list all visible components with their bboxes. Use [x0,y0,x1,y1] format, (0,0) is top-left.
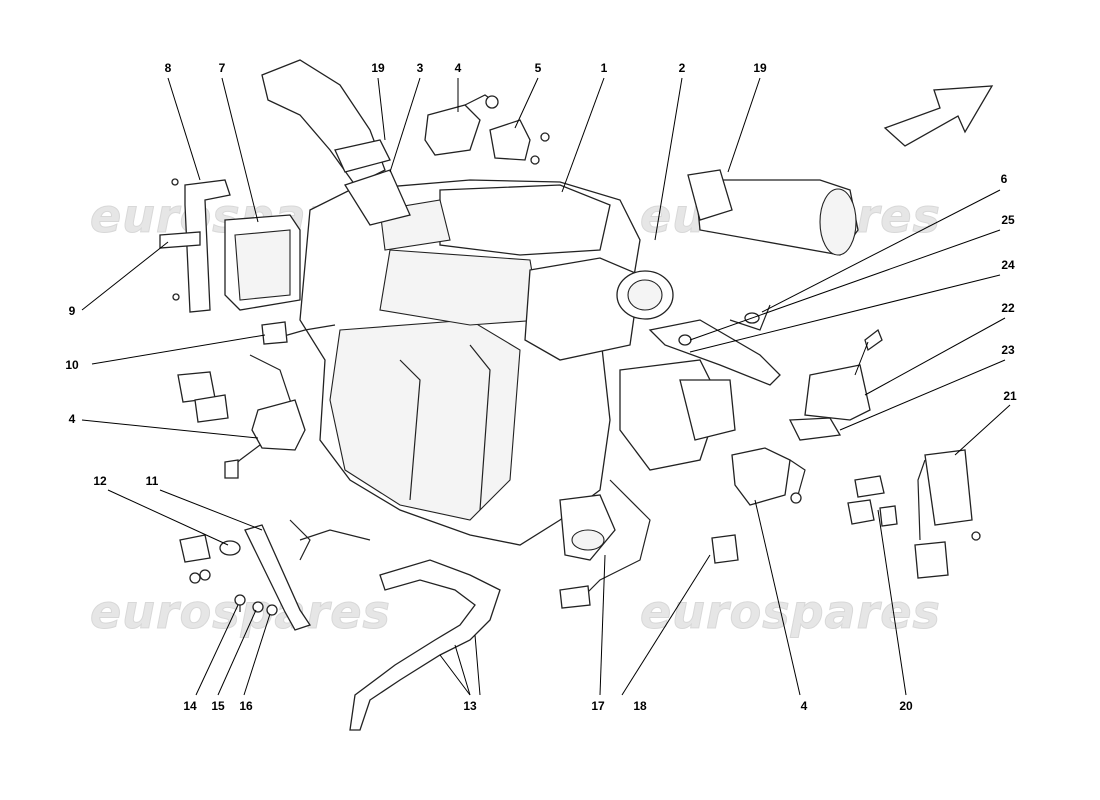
callout-25: 25 [1001,213,1015,227]
callout-5: 5 [535,61,542,75]
watermark-bottom-right: eurospares [640,585,941,639]
hardware-bottom-left [179,524,312,631]
callout-14: 14 [183,699,197,713]
left-harness [177,321,336,479]
callout-11: 11 [146,474,159,488]
callout-6: 6 [1001,172,1008,186]
bracket-5 [489,119,550,165]
callout-13: 13 [463,699,477,713]
callout-24: 24 [1001,258,1015,272]
callout-9: 9 [69,304,76,318]
components-20-21 [847,449,981,579]
hoses-upper-right [648,304,781,386]
callout-4-right: 4 [801,699,808,713]
callout-19-right: 19 [753,61,767,75]
right-components [559,447,806,609]
air-duct-right [687,169,859,256]
callout-labels: 8 7 19 3 4 5 1 2 19 6 25 24 22 23 21 9 1… [65,61,1017,713]
callout-4-top: 4 [455,61,462,75]
callout-22: 22 [1001,301,1015,315]
callout-4-left: 4 [69,412,76,426]
callout-8: 8 [165,61,172,75]
direction-arrow-icon [883,85,994,147]
callout-21: 21 [1003,389,1017,403]
callout-20: 20 [899,699,913,713]
actuator-4-top [424,94,499,156]
components-22-23 [788,328,883,441]
callout-15: 15 [211,699,225,713]
module-7 [224,214,301,311]
leader-lines [81,77,1011,696]
callout-17: 17 [591,699,605,713]
bracket-8-9 [159,178,231,313]
callout-10: 10 [65,358,79,372]
callout-12: 12 [93,474,107,488]
callout-3: 3 [417,61,424,75]
callout-19-left: 19 [371,61,385,75]
callout-1: 1 [601,61,608,75]
callout-16: 16 [239,699,253,713]
air-duct-left [261,59,411,226]
callout-23: 23 [1001,343,1015,357]
callout-7: 7 [219,61,226,75]
callout-18: 18 [633,699,647,713]
heater-unit [299,179,736,561]
callout-2: 2 [679,61,686,75]
drain-hoses-13 [289,519,501,731]
